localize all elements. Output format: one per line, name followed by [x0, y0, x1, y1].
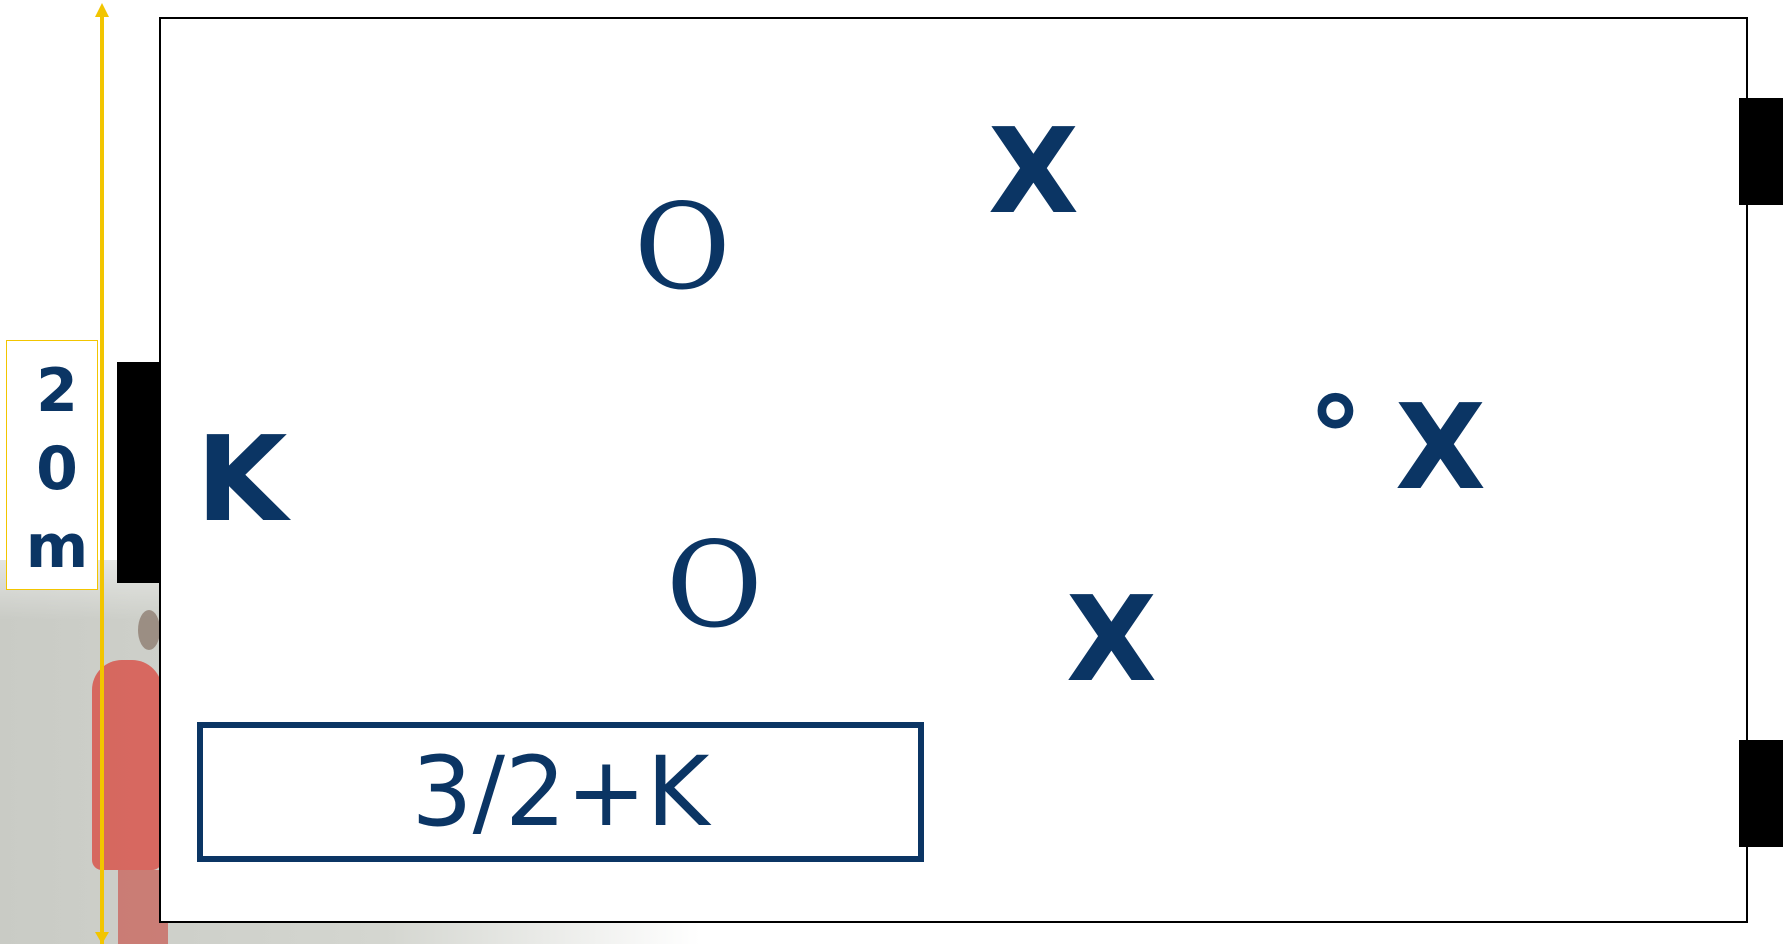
background-player-head [138, 610, 160, 650]
player-keeper: K [196, 410, 288, 548]
player-attacker: X [1395, 378, 1486, 516]
dimension-arrow-down-icon [95, 932, 109, 944]
ball-icon: ° [1308, 373, 1363, 501]
dimension-label-box [6, 340, 98, 590]
player-attacker: X [1066, 570, 1157, 708]
formation-label: 3/2+K [197, 722, 924, 862]
dimension-arrow-up-icon [95, 3, 109, 17]
dimension-label-char: 2 [36, 356, 78, 426]
player-attacker: X [988, 102, 1079, 240]
dimension-label-char: 0 [36, 434, 78, 504]
dimension-label: 2 0 m [12, 352, 102, 586]
player-defender: O [666, 516, 763, 654]
goal-left [117, 362, 159, 583]
goal-right-top [1739, 98, 1783, 205]
goal-right-bottom [1739, 740, 1783, 847]
dimension-line [100, 8, 104, 944]
dimension-label-char: m [25, 512, 89, 582]
player-defender: O [634, 178, 731, 316]
